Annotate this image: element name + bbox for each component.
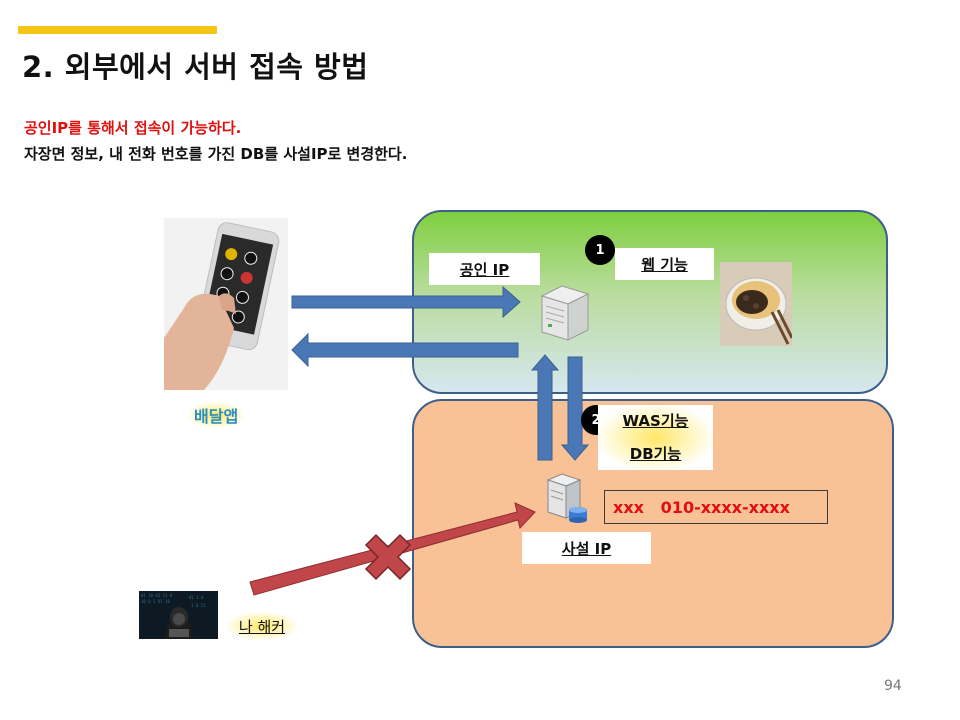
slide-line-public-ip: 공인IP를 통해서 접속이 가능하다. xyxy=(24,119,242,137)
db-server-icon xyxy=(544,472,590,526)
response-arrow xyxy=(291,332,519,368)
hacker-label-text: 나 해커 xyxy=(238,617,286,636)
hacker-label: 나 해커 xyxy=(227,612,297,640)
web-function-text: 웹 기능 xyxy=(641,255,688,274)
up-arrow xyxy=(530,354,560,461)
svg-text:1 0 11: 1 0 11 xyxy=(191,603,206,608)
db-function-text: DB기능 xyxy=(629,445,682,463)
public-ip-text: 공인 IP xyxy=(459,260,510,279)
svg-text:01 10 01 11 0: 01 10 01 11 0 xyxy=(141,593,173,598)
page-number: 94 xyxy=(884,678,902,694)
was-db-label-box: WAS기능 DB기능 xyxy=(598,405,713,470)
web-function-label: 웹 기능 xyxy=(615,248,714,280)
svg-text:01 1 0: 01 1 0 xyxy=(189,595,204,600)
title-accent-bar xyxy=(18,26,217,34)
svg-text:10 0 1 01 10: 10 0 1 01 10 xyxy=(141,599,170,604)
phone-app-image xyxy=(164,218,288,390)
step-badge-1: 1 xyxy=(585,235,615,265)
delivery-app-label: 배달앱 xyxy=(188,402,245,428)
db-record-box: xxx 010-xxxx-xxxx xyxy=(604,490,828,524)
web-server-icon xyxy=(536,282,594,344)
slide-line-private-ip: 자장면 정보, 내 전화 번호를 가진 DB를 사설IP로 변경한다. xyxy=(24,145,408,163)
public-ip-label: 공인 IP xyxy=(429,253,540,285)
was-function-text: WAS기능 xyxy=(622,412,689,430)
request-arrow xyxy=(291,285,521,319)
blocked-x-icon xyxy=(364,533,412,581)
slide-title: 2. 외부에서 서버 접속 방법 xyxy=(22,50,369,84)
down-arrow xyxy=(560,356,590,461)
private-ip-label: 사설 IP xyxy=(522,532,651,564)
private-ip-text: 사설 IP xyxy=(561,539,612,558)
jajangmyeon-image xyxy=(720,262,792,346)
